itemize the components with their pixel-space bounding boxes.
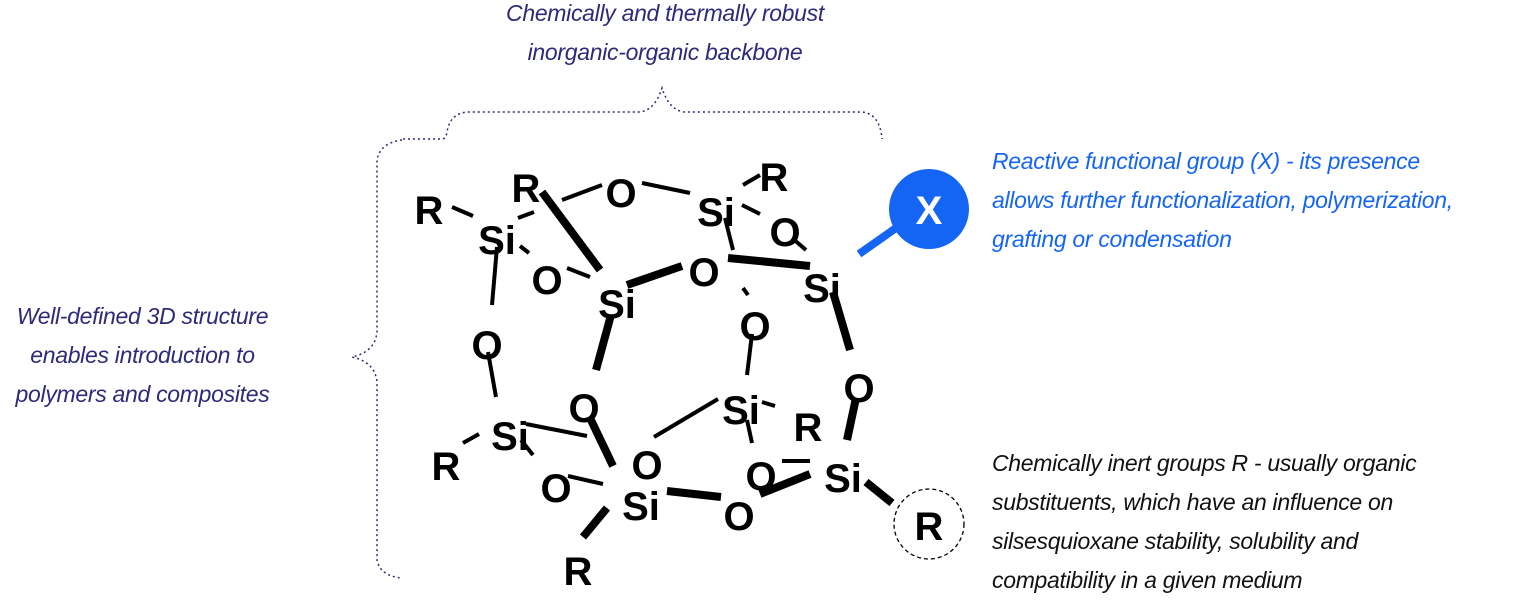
- atom-o6: O: [739, 305, 770, 349]
- left-brace: [351, 139, 403, 579]
- bond: [666, 487, 722, 501]
- bond: [586, 416, 617, 468]
- bond: [561, 183, 603, 202]
- bonds: [451, 173, 899, 540]
- bond: [518, 244, 531, 255]
- atom-r1: R: [415, 189, 444, 233]
- atom-o10: O: [631, 444, 662, 488]
- bond: [723, 217, 735, 251]
- atom-o2: O: [531, 259, 562, 303]
- atom-o5: O: [471, 324, 502, 368]
- atom-o4: O: [688, 251, 719, 295]
- bond: [843, 397, 860, 441]
- atom-si1: Si: [478, 219, 516, 263]
- bond: [829, 290, 854, 352]
- atom-si8: Si: [622, 485, 660, 529]
- bond: [451, 205, 474, 218]
- atom-r5: R: [794, 406, 823, 450]
- bond: [486, 351, 498, 398]
- bond: [538, 189, 604, 273]
- atom-r3: R: [760, 156, 789, 200]
- reactive-group-circle: [889, 169, 969, 249]
- atom-si4: Si: [803, 267, 841, 311]
- atom-si6: Si: [722, 389, 760, 433]
- atom-si7: Si: [824, 457, 862, 501]
- bond: [745, 333, 754, 376]
- atom-o9: O: [540, 467, 571, 511]
- top-brace: [403, 85, 883, 140]
- bond: [863, 478, 895, 507]
- atom-si2: Si: [697, 191, 735, 235]
- reactive-group-label: X: [916, 189, 943, 233]
- bond: [462, 432, 480, 445]
- bond: [592, 313, 615, 372]
- bond-to-x: [856, 224, 899, 258]
- bond: [517, 210, 535, 220]
- bond: [761, 400, 776, 408]
- highlighted-r-circle: [893, 488, 965, 560]
- atom-r4: R: [432, 445, 461, 489]
- bond: [741, 173, 762, 187]
- bond: [625, 262, 684, 289]
- atom-o12: O: [723, 495, 754, 539]
- bond: [579, 505, 611, 540]
- bond: [641, 181, 691, 195]
- backbone-caption: Chemically and thermally robust inorgani…: [506, 0, 824, 65]
- atom-o7: O: [568, 387, 599, 431]
- atom-si3: Si: [598, 283, 636, 327]
- atom-o1: O: [605, 172, 636, 216]
- bond: [519, 438, 535, 457]
- bond: [741, 286, 750, 297]
- bond: [727, 254, 811, 270]
- atom-r6: R: [564, 550, 593, 594]
- structure-caption: Well-defined 3D structure enables introd…: [15, 303, 270, 407]
- atom-o11: O: [745, 455, 776, 499]
- inert-groups-caption: Chemically inert groups R - usually orga…: [992, 450, 1417, 593]
- bond: [566, 266, 591, 279]
- atom-o8: O: [843, 367, 874, 411]
- bond: [745, 419, 754, 444]
- bond: [741, 203, 761, 216]
- atom-r2: R: [512, 167, 541, 211]
- bond: [490, 246, 499, 306]
- highlighted-r-label: R: [915, 505, 944, 549]
- atom-si5: Si: [491, 415, 529, 459]
- bond: [567, 474, 604, 486]
- reactive-group-caption: Reactive functional group (X) - its pres…: [992, 148, 1453, 252]
- bond: [652, 397, 720, 439]
- bond: [758, 470, 812, 498]
- bond: [790, 236, 808, 252]
- bond: [525, 422, 588, 438]
- atom-o3: O: [769, 211, 800, 255]
